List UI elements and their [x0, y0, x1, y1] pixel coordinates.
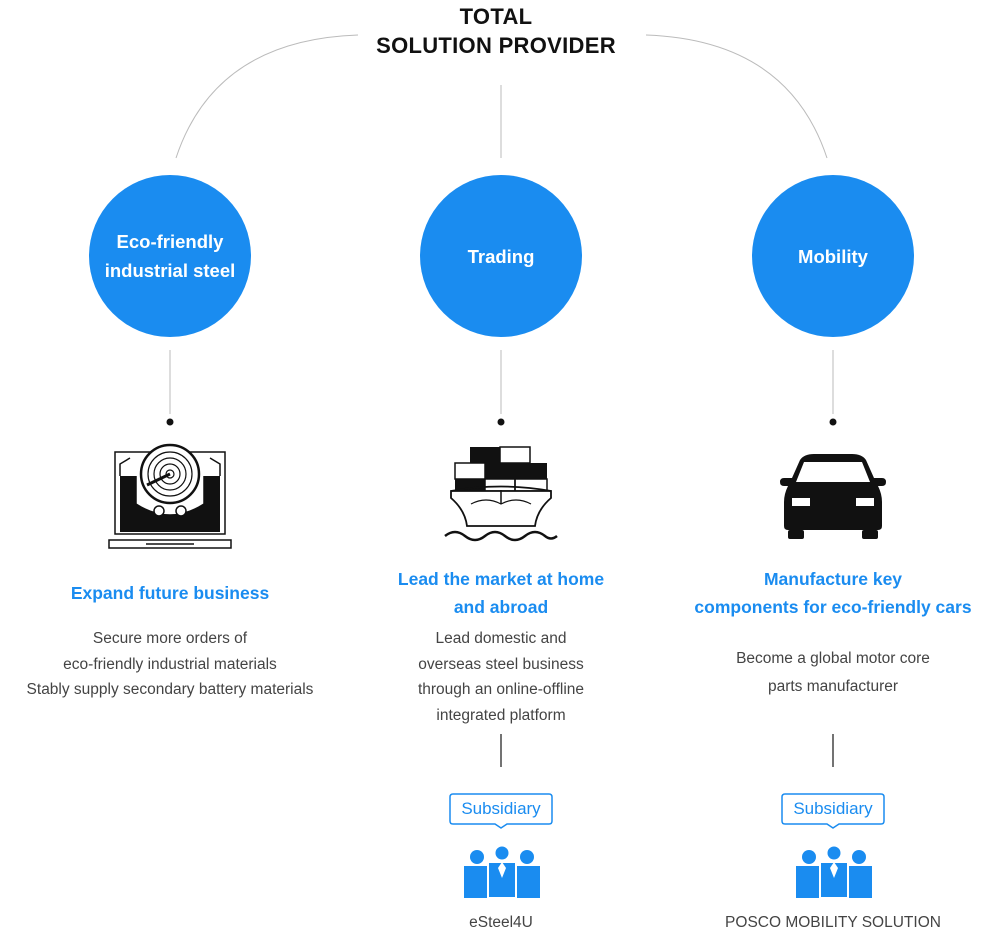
subsidiary-name: POSCO MOBILITY SOLUTION: [725, 914, 941, 931]
connector-dot-3: [829, 418, 837, 426]
arc-left: [175, 34, 359, 159]
subsidiary-badge: Subsidiary: [781, 793, 885, 829]
description-line: Become a global motor core: [736, 650, 930, 667]
connector-dot-1: [166, 418, 174, 426]
subsidiary-name: eSteel4U: [469, 914, 533, 931]
headline-line: and abroad: [453, 597, 549, 617]
pillar-circle-eco-friendly-steel: Eco-friendly industrial steel: [89, 175, 251, 337]
description-line: Secure more orders of: [92, 630, 248, 647]
headline-line: Manufacture key: [763, 569, 903, 589]
cargo-ship-icon: [444, 446, 558, 542]
connector-dot-2: [497, 418, 505, 426]
description-line: parts manufacturer: [767, 678, 899, 695]
subsidiary-badge-label: Subsidiary: [461, 799, 541, 818]
headline-line: Lead the market at home: [397, 569, 605, 589]
description-line: eco-friendly industrial materials: [63, 655, 277, 673]
arc-right: [645, 34, 828, 159]
description-line: integrated platform: [436, 706, 566, 724]
description-line: Lead domestic and: [435, 630, 567, 647]
pillar-headline: Manufacture key components for eco-frien…: [673, 565, 992, 621]
description-line: through an online-offline: [417, 681, 585, 698]
pillar-description: Become a global motor core parts manufac…: [683, 645, 983, 701]
description-line: Stably supply secondary battery material…: [26, 681, 314, 698]
circle-label-line: industrial steel: [104, 260, 236, 281]
circle-label-line: Eco-friendly: [116, 231, 224, 252]
title-line-2: SOLUTION PROVIDER: [376, 33, 616, 58]
speech-bubble-icon: [449, 793, 553, 829]
car-icon: [780, 454, 886, 539]
pillar-headline: Lead the market at home and abroad: [351, 565, 651, 621]
steel-coil-icon: [108, 443, 232, 549]
title-line-1: TOTAL: [459, 4, 533, 29]
circle-label-line: Mobility: [798, 245, 868, 267]
people-group-icon: [796, 844, 872, 899]
speech-bubble-icon: [781, 793, 885, 829]
pillar-circle-trading: Trading: [420, 175, 582, 337]
headline-line: components for eco-friendly cars: [694, 597, 972, 617]
pillar-description: Secure more orders of eco-friendly indus…: [0, 626, 340, 703]
pillar-headline: Expand future business: [20, 579, 320, 607]
people-group-icon: [464, 844, 540, 899]
headline-line: Expand future business: [70, 583, 270, 603]
subsidiary-badge: Subsidiary: [449, 793, 553, 829]
diagram-title: TOTAL SOLUTION PROVIDER: [346, 2, 646, 60]
description-line: overseas steel business: [418, 655, 584, 673]
pillar-description: Lead domestic and overseas steel busines…: [351, 626, 651, 728]
circle-label-line: Trading: [467, 245, 535, 267]
subsidiary-badge-label: Subsidiary: [793, 799, 873, 818]
pillar-circle-mobility: Mobility: [752, 175, 914, 337]
